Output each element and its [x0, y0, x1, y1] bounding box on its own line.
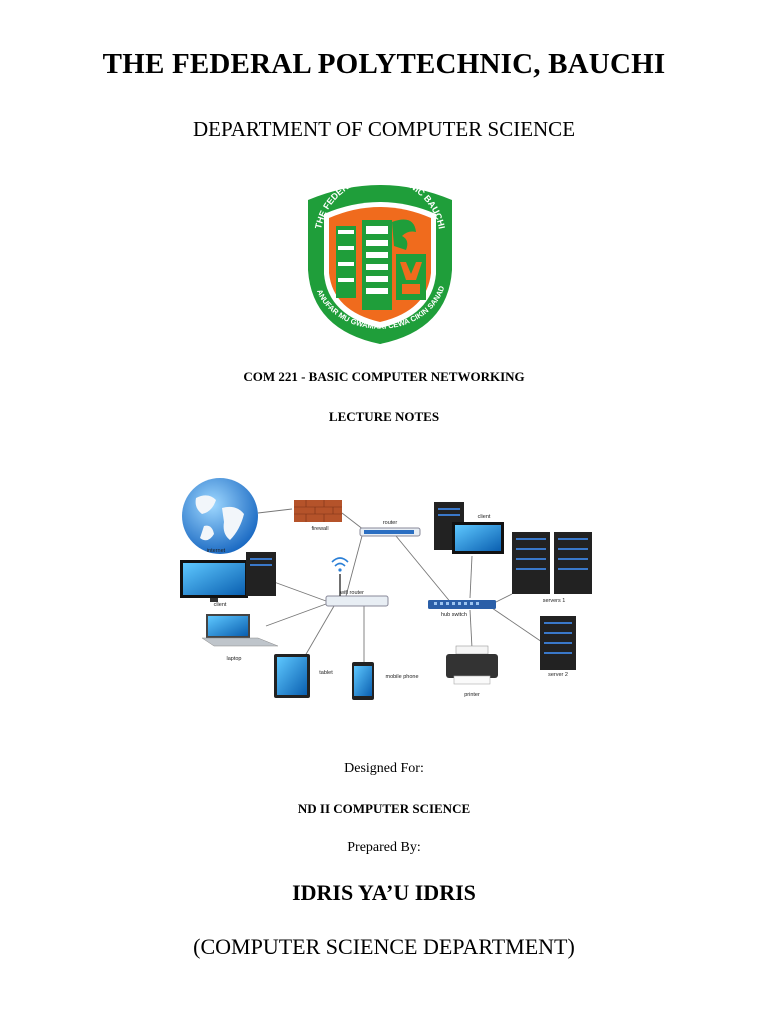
logo-bird-shape: [392, 219, 416, 250]
laptop-icon: [201, 614, 279, 647]
label-laptop: laptop: [227, 656, 242, 662]
label-tablet: tablet: [319, 670, 333, 676]
firewall-icon: [294, 500, 342, 522]
logo-right-panel: [396, 254, 426, 300]
label-internet: internet: [207, 548, 226, 554]
servers-1-icon: [512, 532, 592, 594]
network-diagram-svg: internet firewall router: [180, 478, 592, 700]
audience-value: ND II COMPUTER SCIENCE: [297, 801, 471, 816]
polytechnic-logo: THE FEDERAL POLYTECHNIC BAUCHI MANUFAR M…: [295, 163, 462, 346]
author-department: (COMPUTER SCIENCE DEPARTMENT): [193, 934, 575, 959]
document-type: LECTURE NOTES: [328, 409, 440, 424]
router-icon: [359, 527, 421, 537]
logo-left-panel: [336, 226, 356, 298]
client-top-computer-icon: [434, 502, 504, 554]
label-wifi-router: wifi router: [339, 590, 364, 596]
label-client-top: client: [478, 514, 491, 520]
hub-switch-icon: [428, 600, 496, 609]
course-title: COM 221 - BASIC COMPUTER NETWORKING: [243, 369, 525, 384]
author-name: IDRIS YA’U IDRIS: [292, 880, 476, 905]
server-2-icon: [540, 616, 576, 670]
department-title: DEPARTMENT OF COMPUTER SCIENCE: [192, 117, 576, 141]
client-left-computer-icon: [180, 552, 276, 602]
tablet-icon: [274, 654, 310, 698]
logo-center-tower: [362, 220, 392, 310]
institution-title: THE FEDERAL POLYTECHNIC, BAUCHI: [102, 48, 666, 80]
mobile-phone-icon: [352, 662, 374, 700]
label-firewall: firewall: [311, 526, 328, 532]
logo-emblem: THE FEDERAL POLYTECHNIC BAUCHI MANUFAR M…: [295, 163, 452, 344]
internet-globe-icon: [182, 478, 258, 554]
label-router: router: [383, 520, 398, 526]
prepared-by-label: Prepared By:: [347, 840, 421, 855]
label-server-2: server 2: [548, 672, 568, 678]
label-client-left: client: [214, 602, 227, 608]
printer-icon: [446, 645, 498, 685]
label-mobile-phone: mobile phone: [385, 674, 418, 680]
label-servers-1: servers 1: [543, 598, 566, 604]
network-diagram: internet firewall router: [174, 478, 594, 706]
label-printer: printer: [464, 692, 480, 698]
wifi-router-icon: [325, 557, 389, 607]
designed-for-label: Designed For:: [344, 761, 424, 776]
label-hub-switch: hub switch: [441, 612, 467, 618]
